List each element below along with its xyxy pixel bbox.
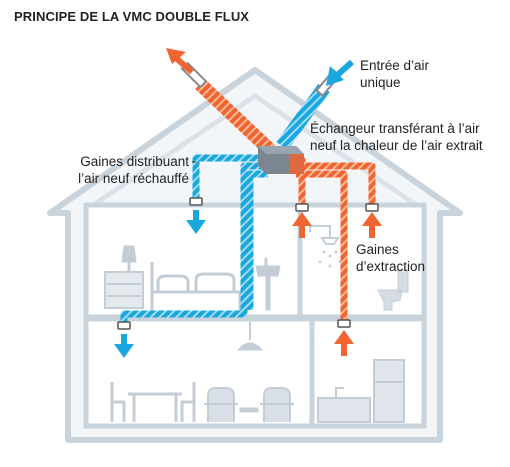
label-gaines-extraction: Gaines d’extraction: [356, 241, 425, 275]
kitchen-tap-icon: [335, 387, 344, 398]
label-gaines-extraction-line2: d’extraction: [356, 259, 426, 274]
vent-kitchen: [337, 319, 351, 328]
room-arrows: [114, 210, 382, 358]
armchair-left-icon: [204, 387, 238, 422]
label-gaines-distrib: Gaines distribuant l’air neuf réchauffé: [78, 153, 189, 187]
bedside-lamp-icon: [121, 245, 137, 263]
extract-arrow-shower-icon: [292, 212, 312, 238]
shower-icon: [309, 225, 340, 245]
armchair-right-icon: [260, 387, 294, 422]
chair-right-icon: [180, 382, 196, 422]
supply-duct-bedroom: [192, 154, 268, 200]
vent-wc: [365, 203, 379, 212]
kitchen-counter-icon: [317, 397, 371, 423]
ceiling-lamp-icon: [236, 342, 264, 351]
extract-arrow-wc-icon: [362, 212, 382, 238]
dresser-icon: [104, 271, 144, 309]
label-entree-air-line2: unique: [360, 75, 401, 90]
diagram-title: PRINCIPE DE LA VMC DOUBLE FLUX: [14, 9, 250, 24]
label-echangeur: Échangeur transférant à l’air neuf la ch…: [310, 120, 483, 154]
house-inner-roof: [84, 92, 426, 213]
coffee-table-icon: [239, 407, 259, 413]
fresh-air-in-arrow-icon: [326, 59, 354, 86]
dining-table-icon: [128, 392, 182, 422]
vent-living: [117, 321, 131, 330]
bed-icon: [150, 262, 242, 312]
label-gaines-distrib-line2: l’air neuf réchauffé: [78, 171, 189, 186]
exterior-arrows: [166, 48, 354, 86]
supply-duct-trunk: [246, 170, 268, 310]
supply-duct-living: [120, 162, 268, 326]
chair-left-icon: [110, 382, 126, 422]
vent-shower: [295, 203, 309, 212]
toilet-icon: [377, 269, 409, 311]
extract-arrow-kitchen-icon: [334, 330, 354, 356]
intake-duct: [276, 83, 330, 151]
extraction-duct-wc: [296, 162, 376, 206]
exhaust-duct: [195, 78, 275, 156]
label-echangeur-line2: neuf la chaleur de l’air extrait: [310, 138, 483, 153]
furniture: [104, 225, 409, 423]
label-entree-air: Entrée d’air unique: [360, 57, 429, 91]
lamp-stand: [127, 261, 131, 273]
label-echangeur-line1: Échangeur transférant à l’air: [310, 121, 480, 136]
vents: [117, 197, 379, 330]
fridge-icon: [373, 359, 405, 423]
extraction-duct-kitchen: [296, 170, 348, 324]
supply-arrow-living-icon: [114, 334, 134, 358]
label-gaines-distrib-line1: Gaines distribuant: [80, 154, 189, 169]
bathroom-sink-icon: [255, 265, 281, 277]
exhaust-out-arrow-icon: [166, 48, 194, 75]
label-gaines-extraction-line1: Gaines: [356, 242, 399, 257]
heat-exchanger: [258, 146, 304, 174]
label-entree-air-line1: Entrée d’air: [360, 58, 430, 73]
supply-ducts: [120, 154, 268, 326]
vent-bedroom: [189, 197, 203, 206]
supply-arrow-bedroom-icon: [186, 210, 206, 234]
